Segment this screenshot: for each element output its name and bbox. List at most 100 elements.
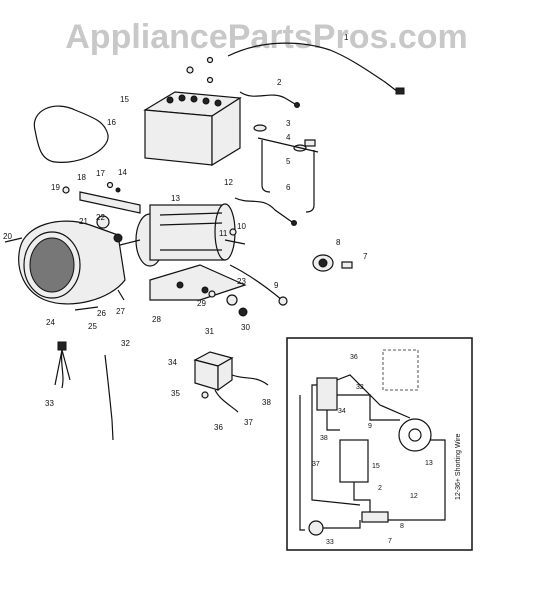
part-label-38: 38 bbox=[262, 398, 271, 407]
schematic-label: 15 bbox=[372, 463, 380, 470]
schematic-label: 7 bbox=[388, 538, 392, 545]
screw-icon bbox=[206, 76, 214, 84]
schematic-label: 37 bbox=[312, 461, 320, 468]
part-label-20: 20 bbox=[3, 232, 12, 241]
bracket-part-18 bbox=[62, 181, 141, 214]
wire-end bbox=[291, 220, 297, 226]
part-label-16: 16 bbox=[107, 118, 116, 127]
starter-generator-part-13 bbox=[119, 203, 236, 267]
part-label-27: 27 bbox=[116, 307, 125, 316]
part-label-22: 22 bbox=[96, 213, 105, 222]
regulator-part-34 bbox=[193, 351, 234, 392]
part-label-23: 23 bbox=[237, 277, 246, 286]
part-label-28: 28 bbox=[152, 315, 161, 324]
schematic-label: 9 bbox=[368, 423, 372, 430]
mounting-plate-part-28 bbox=[149, 264, 247, 301]
part-label-14: 14 bbox=[118, 168, 127, 177]
bolt-part-11 bbox=[224, 239, 246, 245]
screw-part-35 bbox=[201, 391, 209, 399]
ignition-switch-part-8 bbox=[312, 254, 334, 272]
part-label-7: 7 bbox=[363, 252, 368, 261]
part-label-10: 10 bbox=[237, 222, 246, 231]
part-number-labels: 1 2 3 4 5 6 7 8 9 10 11 12 13 14 15 16 1… bbox=[3, 33, 462, 546]
nut-part-22 bbox=[226, 294, 238, 306]
part-label-35: 35 bbox=[171, 389, 180, 398]
schematic-label: 12 bbox=[410, 493, 418, 500]
schematic-label: 8 bbox=[400, 523, 404, 530]
cable-end bbox=[294, 102, 300, 108]
key-part-7 bbox=[341, 261, 353, 269]
part-label-25: 25 bbox=[88, 322, 97, 331]
wire-part-1 bbox=[227, 42, 399, 93]
part-label-9: 9 bbox=[274, 281, 279, 290]
belt-part-16 bbox=[33, 105, 109, 163]
schematic-label: 38 bbox=[320, 435, 328, 442]
screw-icon bbox=[186, 66, 194, 74]
belt-guard-part-24 bbox=[4, 220, 126, 305]
part-label-8: 8 bbox=[336, 238, 341, 247]
part-label-3: 3 bbox=[286, 119, 291, 128]
part-label-1: 1 bbox=[344, 33, 349, 42]
schematic-label: 34 bbox=[338, 408, 346, 415]
part-label-30: 30 bbox=[241, 323, 250, 332]
part-label-6: 6 bbox=[286, 183, 291, 192]
schematic-switch bbox=[361, 511, 389, 523]
wire-part-12 bbox=[234, 197, 293, 223]
regulator-wire bbox=[231, 374, 269, 386]
part-label-11: 11 bbox=[219, 229, 228, 238]
plate-hole bbox=[176, 281, 184, 289]
wiring-schematic bbox=[286, 337, 473, 551]
bolt-part-27 bbox=[117, 289, 125, 301]
schematic-label: 36 bbox=[350, 354, 358, 361]
plate-hole bbox=[201, 286, 209, 294]
part-label-12: 12 bbox=[224, 178, 233, 187]
part-label-17: 17 bbox=[96, 169, 105, 178]
part-label-32: 32 bbox=[121, 339, 130, 348]
bolt-part-26 bbox=[74, 306, 99, 311]
schematic-generator bbox=[398, 418, 432, 452]
part-label-5: 5 bbox=[286, 157, 291, 166]
schematic-battery bbox=[339, 439, 369, 483]
part-label-13: 13 bbox=[171, 194, 180, 203]
part-label-34: 34 bbox=[168, 358, 177, 367]
schematic-regulator bbox=[316, 377, 338, 411]
battery-cable-part-2 bbox=[239, 91, 296, 105]
part-label-31: 31 bbox=[205, 327, 214, 336]
schematic-coil bbox=[308, 520, 324, 536]
part-label-15: 15 bbox=[120, 95, 129, 104]
regulator-wire bbox=[214, 389, 239, 413]
nut-part-30 bbox=[238, 307, 248, 317]
battery-hold-down-parts bbox=[253, 124, 319, 213]
schematic-label: 13 bbox=[425, 460, 433, 467]
pulley-part-21 bbox=[96, 215, 110, 229]
wire-part-32 bbox=[104, 354, 114, 441]
part-label-37: 37 bbox=[244, 418, 253, 427]
part-label-19: 19 bbox=[51, 183, 60, 192]
screw-icon bbox=[206, 56, 214, 64]
part-label-26: 26 bbox=[97, 309, 106, 318]
part-label-18: 18 bbox=[77, 173, 86, 182]
part-label-33: 33 bbox=[45, 399, 54, 408]
bolt-icon bbox=[229, 228, 237, 236]
part-label-36: 36 bbox=[214, 423, 223, 432]
part-label-24: 24 bbox=[46, 318, 55, 327]
schematic-label: 33 bbox=[326, 539, 334, 546]
part-label-21: 21 bbox=[79, 217, 88, 226]
part-label-29: 29 bbox=[197, 299, 206, 308]
arm-bolt bbox=[278, 296, 288, 306]
harness-plug bbox=[57, 341, 67, 351]
harness-part-33 bbox=[54, 349, 71, 389]
watermark-text: AppliancePartsPros.com bbox=[65, 18, 468, 56]
washer-icon bbox=[113, 233, 123, 243]
schematic-label: 32 bbox=[356, 384, 364, 391]
wire-terminal bbox=[395, 87, 405, 95]
schematic-side-note: 12-36+ Shorting Wire bbox=[455, 434, 462, 500]
part-label-4: 4 bbox=[286, 133, 291, 142]
part-label-2: 2 bbox=[277, 78, 282, 87]
battery-part-15 bbox=[143, 91, 242, 167]
adjustment-arm-part-9 bbox=[229, 264, 283, 301]
schematic-label: 2 bbox=[378, 485, 382, 492]
nut-part-29 bbox=[208, 290, 216, 298]
